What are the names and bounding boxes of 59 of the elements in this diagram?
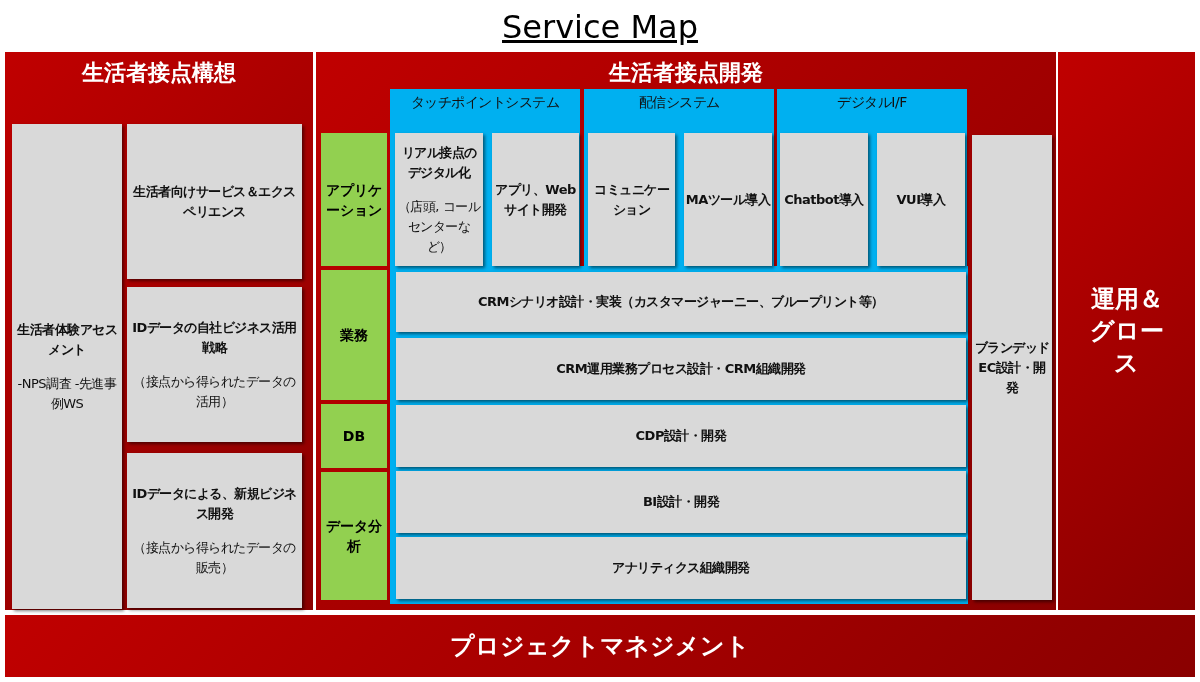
box-label: 業務 (340, 326, 368, 345)
note-text: （接点から得られたデータの活用） (132, 372, 297, 411)
box-label: 生活者体験アセスメント (16, 320, 118, 359)
box-label: 生活者向けサービス＆エクスペリエンス (132, 182, 297, 221)
service-box (127, 453, 302, 608)
box-label: ブランデッドEC設計・開発 (973, 338, 1051, 397)
service-box (396, 272, 966, 332)
box-label: CRM運用業務プロセス設計・CRM組織開発 (556, 360, 806, 378)
layer-label-box (321, 404, 387, 468)
service-box (396, 405, 966, 467)
section-heading: プロジェクトマネジメント (449, 631, 751, 662)
box-label: アプリケーション (325, 180, 383, 220)
section-heading: 配信システム (637, 93, 721, 112)
box-label: データ分析 (325, 517, 383, 556)
layer-label-box (321, 270, 387, 400)
service-box (396, 338, 966, 400)
box-label: アプリ、Webサイト開発 (494, 180, 577, 219)
service-box (396, 471, 966, 533)
service-box (127, 124, 302, 279)
category-header-box (777, 89, 967, 267)
box-label: MAツール導入 (685, 190, 771, 209)
note-text: （接点から得られたデータの販売） (132, 538, 297, 577)
diagram-title: Service Map (502, 8, 698, 46)
service-box (127, 287, 302, 442)
box-label: リアル接点のデジタル化 (400, 143, 478, 182)
category-header-box (584, 89, 774, 267)
service-box (684, 133, 772, 266)
box-label: CDP設計・開発 (635, 427, 727, 445)
note-text: （店頭, コールセンターなど） (396, 197, 482, 256)
section-heading: 運用＆グロース (1088, 284, 1165, 379)
section-panel (5, 52, 313, 610)
service-box (588, 133, 675, 266)
section-panel (5, 615, 1195, 677)
service-box (395, 133, 483, 266)
service-box (12, 124, 122, 609)
box-label: IDデータの自社ビジネス活用戦略 (131, 318, 298, 357)
box-label: IDデータによる、新規ビジネス開発 (131, 484, 298, 523)
service-box (492, 133, 579, 266)
section-heading: 生活者接点構想 (80, 59, 237, 87)
box-label: Chatbot導入 (784, 190, 864, 209)
box-label: コミュニケーション (593, 180, 670, 219)
box-label: アナリティクス組織開発 (612, 559, 750, 577)
layer-label-box (321, 133, 387, 266)
box-label: VUI導入 (896, 190, 946, 209)
section-panel (316, 52, 1056, 610)
layer-label-box (321, 472, 387, 600)
section-heading: タッチポイントシステム (410, 93, 560, 112)
box-label: DB (342, 427, 366, 446)
service-box (877, 133, 965, 266)
section-heading: デジタルI/F (836, 93, 908, 112)
section-heading: 生活者接点開発 (607, 59, 764, 87)
service-box (780, 133, 868, 266)
section-panel (1058, 52, 1195, 610)
note-text: -NPS調査 -先進事例WS (16, 374, 118, 413)
box-label: BI設計・開発 (642, 493, 720, 511)
category-header-box (390, 89, 580, 267)
service-box (396, 537, 966, 599)
box-label: CRMシナリオ設計・実装（カスタマージャーニー、ブループリント等） (478, 293, 884, 311)
service-box (972, 135, 1052, 600)
